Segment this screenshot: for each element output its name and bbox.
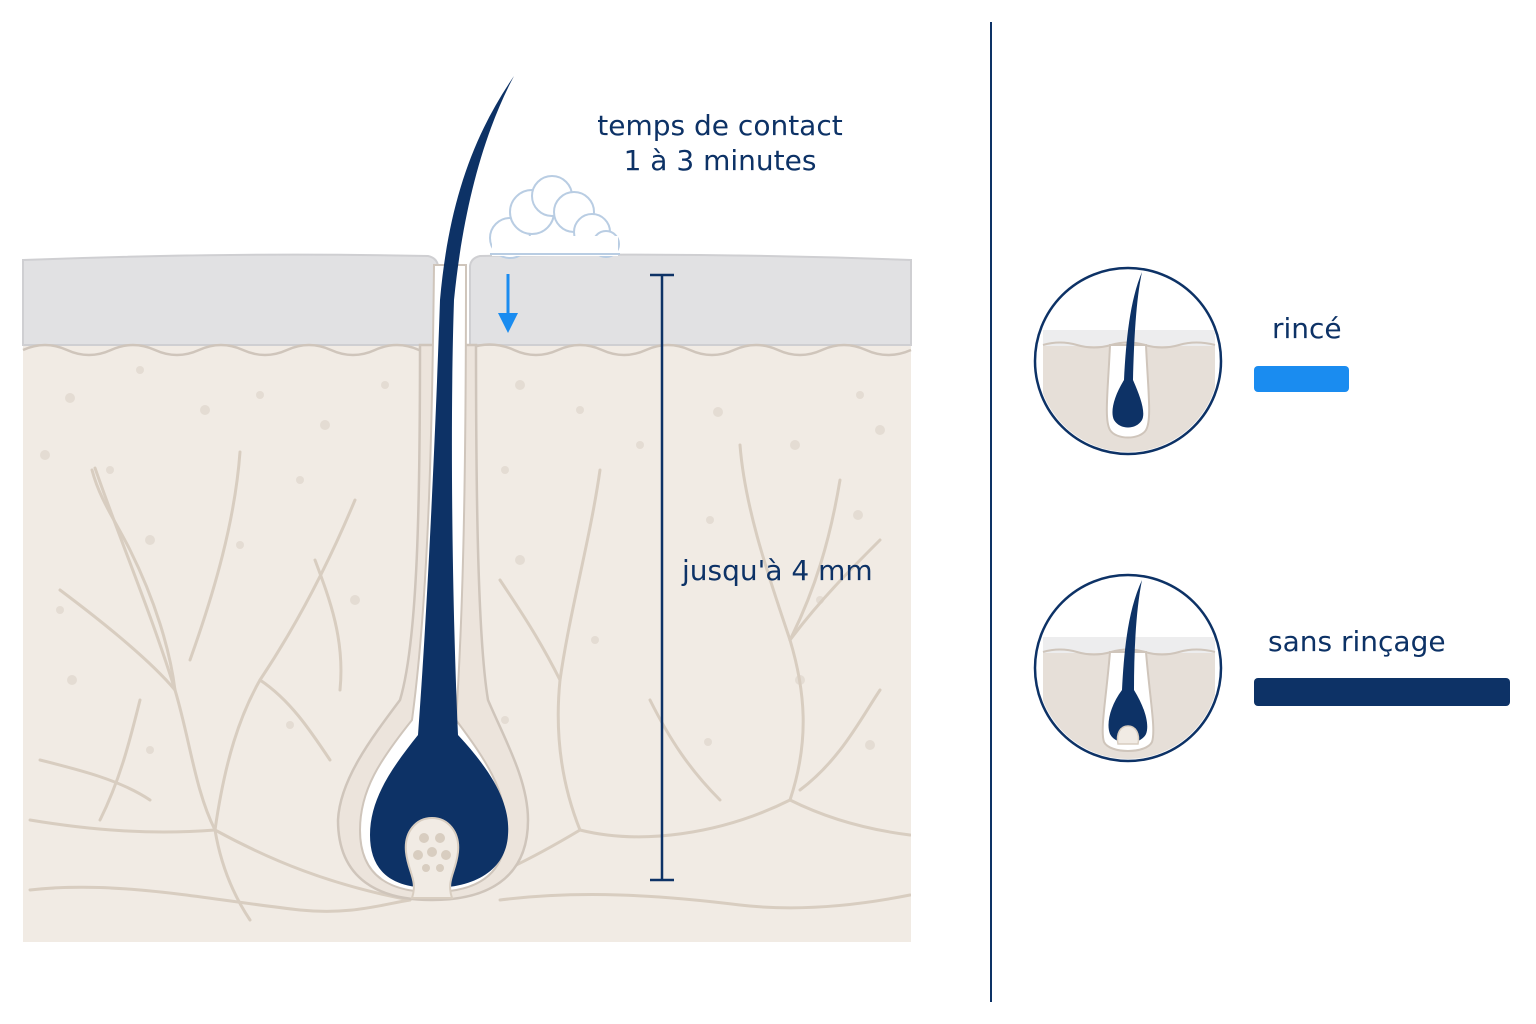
depth-label: jusqu'à 4 mm <box>682 554 873 587</box>
contact-time-line1: temps de contact <box>597 109 843 142</box>
rinsed-follicle-circle <box>1033 266 1223 456</box>
epidermis-layer-right <box>469 253 912 346</box>
rinsed-bar <box>1254 366 1349 392</box>
penetration-arrow-icon <box>498 274 518 333</box>
dermo-epidermal-junction <box>22 343 439 357</box>
contact-time-label: temps de contact 1 à 3 minutes <box>560 108 880 178</box>
skin-cross-section <box>22 76 912 942</box>
leave-in-bar <box>1254 678 1510 706</box>
rinsed-label: rincé <box>1272 312 1342 345</box>
capillaries <box>28 443 911 922</box>
dermo-epidermal-junction-right <box>469 343 912 357</box>
depth-measure-line <box>650 273 674 882</box>
hair-shaft <box>370 76 514 888</box>
foam-cloud-icon <box>489 175 620 259</box>
leave-in-follicle-circle <box>1033 573 1223 763</box>
leave-in-label: sans rinçage <box>1268 625 1446 658</box>
dermis-texture <box>40 366 885 754</box>
epidermis-layer-left <box>22 253 439 346</box>
dermal-papilla <box>404 816 460 899</box>
contact-time-line2: 1 à 3 minutes <box>623 144 817 177</box>
